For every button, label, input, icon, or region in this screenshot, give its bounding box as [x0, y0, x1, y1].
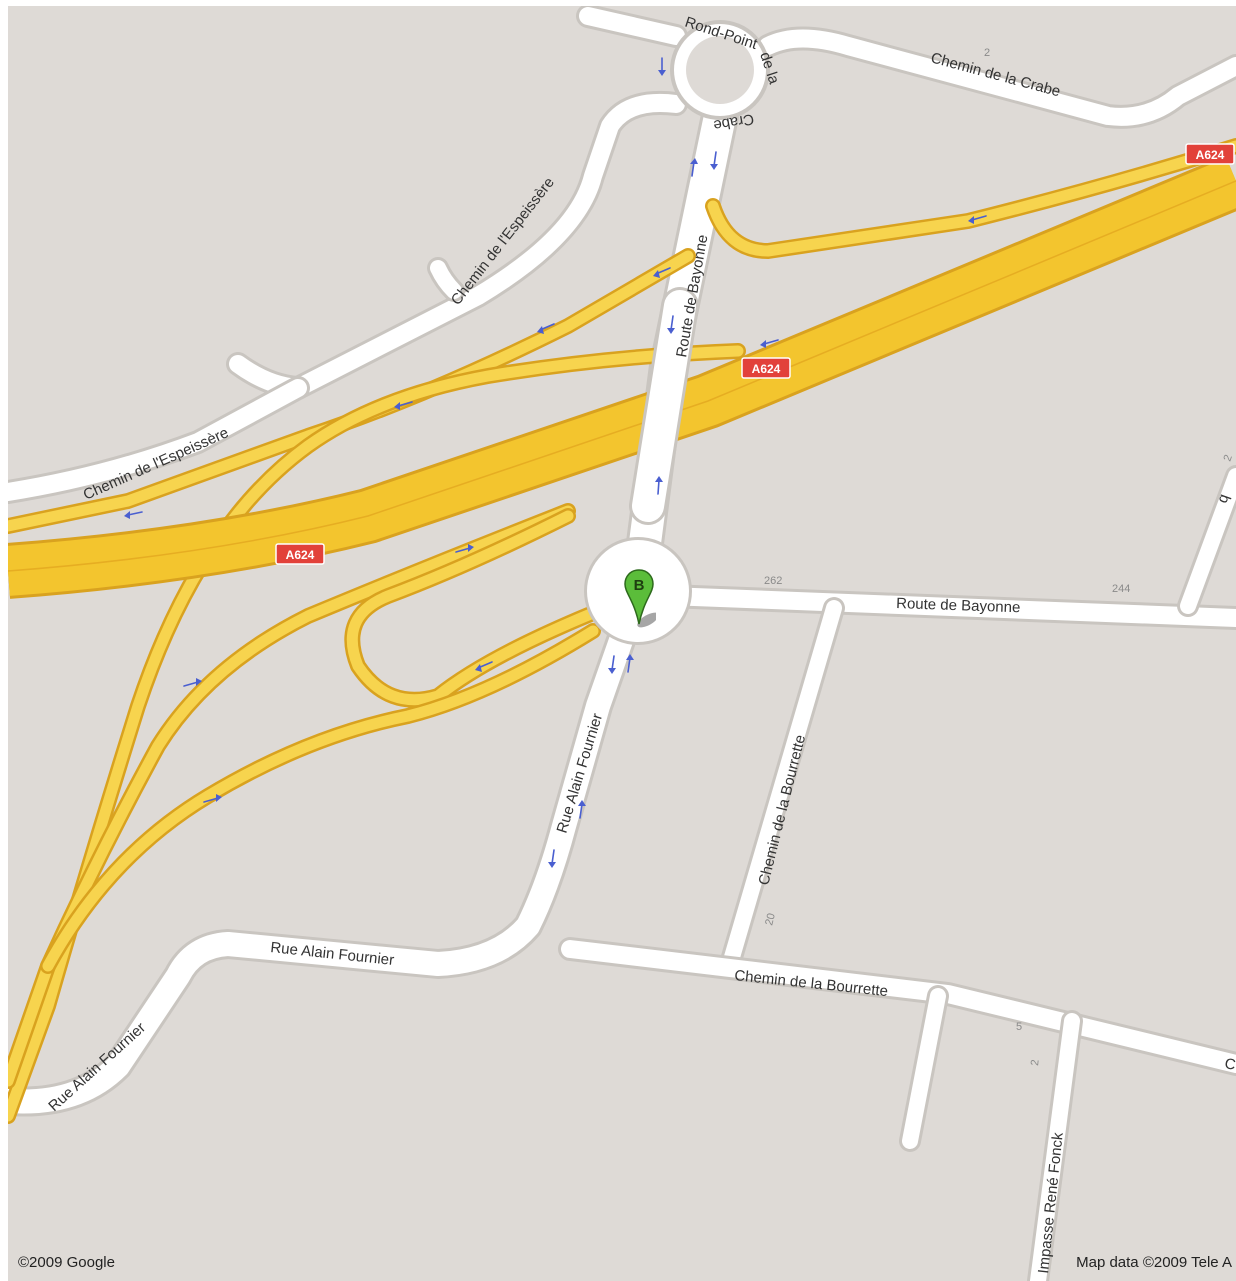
- overpass-route-de-bayonne: [629, 287, 699, 525]
- copyright-map-data: Map data ©2009 Tele A: [1076, 1254, 1232, 1271]
- house-number: 5: [1016, 1021, 1022, 1033]
- oneway-arrow: [124, 511, 143, 519]
- one-way-arrows: [124, 57, 987, 868]
- oneway-arrow: [183, 678, 202, 687]
- local-streets: [8, 6, 1236, 1281]
- oneway-arrow: [653, 267, 671, 278]
- oneway-arrow: [667, 315, 675, 334]
- label-rond-point-3: Crabe: [712, 110, 755, 134]
- marker-letter: B: [634, 577, 645, 594]
- copyright-google: ©2009 Google: [18, 1254, 115, 1271]
- map-svg: A624 A624 A624 Rond-Point de la Crabe Ch…: [8, 6, 1236, 1281]
- motorway-a624: [8, 155, 1236, 599]
- oneway-arrow: [658, 57, 666, 76]
- oneway-arrow: [475, 661, 493, 672]
- oneway-arrow: [203, 794, 222, 803]
- svg-text:A624: A624: [1196, 148, 1225, 162]
- svg-text:A624: A624: [752, 362, 781, 376]
- house-number: 2: [1222, 453, 1235, 463]
- oneway-arrow: [455, 544, 474, 553]
- house-number: 2: [984, 47, 990, 59]
- oneway-arrow: [608, 655, 616, 674]
- oneway-arrow: [394, 401, 413, 410]
- a624-shield: A624: [1185, 143, 1235, 165]
- oneway-arrow: [537, 323, 555, 334]
- oneway-arrow: [626, 654, 634, 673]
- house-number: 262: [764, 575, 782, 587]
- roundabout-rond-point-de-la-crabe: [670, 20, 770, 120]
- house-number: 20: [763, 912, 778, 927]
- oneway-arrow: [690, 158, 698, 177]
- oneway-arrow: [968, 215, 987, 224]
- oneway-arrow: [760, 339, 779, 348]
- highway-ramps: [8, 138, 1236, 1124]
- label-route-de-bayonne-horizontal: Route de Bayonne: [896, 595, 1021, 616]
- house-number: 2: [1029, 1059, 1042, 1066]
- oneway-arrow: [548, 849, 556, 868]
- highway-shields: A624 A624 A624: [275, 143, 1235, 565]
- label-edge-c: C: [1223, 1055, 1236, 1074]
- svg-text:A624: A624: [286, 548, 315, 562]
- a624-shield: A624: [741, 357, 791, 379]
- oneway-arrow: [710, 151, 718, 170]
- oneway-arrow: [578, 800, 586, 819]
- oneway-arrow: [655, 476, 663, 495]
- a624-shield: A624: [275, 543, 325, 565]
- location-marker-b[interactable]: B: [622, 568, 656, 632]
- map-canvas[interactable]: A624 A624 A624 Rond-Point de la Crabe Ch…: [8, 6, 1236, 1281]
- house-number: 244: [1112, 583, 1130, 595]
- house-numbers: 262 244 2 20 5 2 2: [763, 47, 1235, 1066]
